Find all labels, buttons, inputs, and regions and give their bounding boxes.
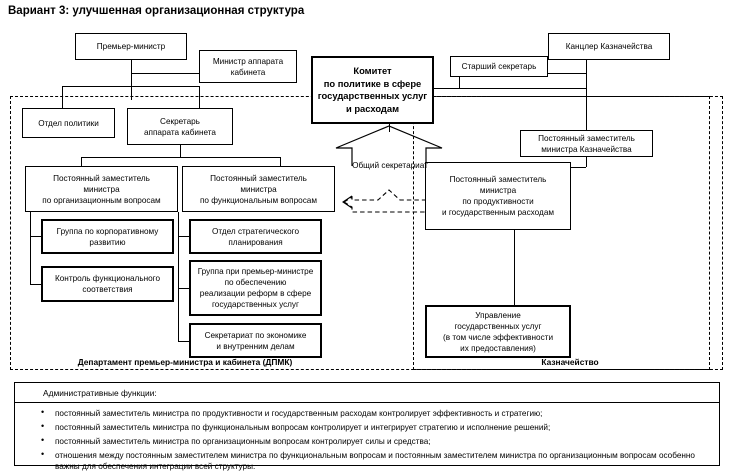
connector-spine-func-children — [178, 212, 179, 341]
pso-line-2: государственных услуг — [454, 321, 542, 331]
connector-treasury-deputy-bottom — [586, 157, 587, 167]
connector-spine-org-children — [30, 212, 31, 284]
pso-line-1: Управление — [475, 310, 521, 320]
deputy-prod-line-1: Постоянный заместитель — [449, 175, 547, 184]
page-title: Вариант 3: улучшенная организационная ст… — [8, 5, 305, 17]
admin-list-item: постоянный заместитель министра по орган… — [41, 435, 709, 447]
connector-pm-stem — [131, 60, 132, 100]
shared-secretariat-label: Общий секретариат — [344, 160, 436, 171]
node-permanent-deputy-productivity[interactable]: Постоянный заместитель министра по проду… — [425, 162, 571, 230]
node-permanent-deputy-organisation[interactable]: Постоянный заместитель министра по орган… — [25, 166, 178, 212]
connector-bus-left — [62, 86, 200, 87]
cab-sec-line-1: Секретарь — [160, 116, 200, 126]
node-senior-secretary[interactable]: Старший секретарь — [450, 56, 548, 77]
deputy-prod-line-3: по продуктивности — [462, 197, 534, 206]
econ-sec-line-1: Секретариат по экономике — [204, 330, 307, 340]
connector-org-child-2 — [30, 284, 41, 285]
connector-org-child-1 — [30, 236, 41, 237]
admin-list-item: отношения между постоянным заместителем … — [41, 449, 709, 473]
node-public-services-office[interactable]: Управление государственных услуг (в том … — [425, 305, 571, 358]
connector-senior-to-committee — [434, 88, 586, 89]
node-corporate-development-group[interactable]: Группа по корпоративному развитию — [41, 219, 174, 254]
deputy-org-line-2: министра — [83, 184, 120, 194]
admin-list-item: постоянный заместитель министра по проду… — [41, 407, 709, 419]
connector-cabsec-stem — [180, 145, 181, 157]
node-policy-department-label: Отдел политики — [38, 118, 99, 128]
admin-list-item: постоянный заместитель министра по функц… — [41, 421, 709, 433]
node-economics-home-affairs-secretariat[interactable]: Секретариат по экономике и внутренним де… — [189, 323, 322, 358]
connector-productivity-to-pso — [514, 230, 515, 305]
committee-line-2: по политике в сфере — [323, 77, 422, 89]
strategic-planning-line-2: планирования — [228, 237, 283, 247]
node-cabinet-office-minister-label: Министр аппарата кабинета — [212, 56, 284, 77]
connector-chancellor-stem — [586, 60, 587, 117]
treasury-deputy-line-1: Постоянный заместитель — [538, 133, 635, 143]
pm-delivery-line-2: по обеспечению — [224, 278, 287, 287]
shared-secretariat-line2: секретариат — [381, 161, 428, 170]
connector-drop-cab-secretary — [199, 86, 200, 108]
admin-panel-body: постоянный заместитель министра по проду… — [15, 403, 719, 476]
corp-dev-line-2: развитию — [89, 237, 126, 247]
committee-line-3: государственных услуг — [317, 90, 428, 101]
node-public-services-policy-committee[interactable]: Комитет по политике в сфере государствен… — [311, 56, 434, 124]
connector-func-child-3 — [178, 341, 189, 342]
connector-drop-deputy-org — [81, 157, 82, 166]
pm-delivery-line-3: реализации реформ в сфере — [199, 289, 312, 298]
corp-dev-line-1: Группа по корпоративному — [56, 226, 159, 236]
cab-sec-line-2: аппарата кабинета — [144, 127, 216, 137]
node-strategic-planning-department[interactable]: Отдел стратегического планирования — [189, 219, 322, 254]
strategic-planning-line-1: Отдел стратегического — [212, 226, 299, 236]
pm-delivery-line-4: государственных услуг — [211, 300, 300, 309]
connector-committee-stem — [389, 124, 390, 132]
func-compliance-line-2: соответствия — [82, 285, 133, 294]
node-cabinet-office-secretary[interactable]: Секретарь аппарата кабинета — [127, 108, 233, 145]
node-permanent-deputy-functional[interactable]: Постоянный заместитель министра по функц… — [182, 166, 335, 212]
deputy-func-line-1: Постоянный заместитель — [210, 173, 307, 183]
connector-drop-policy-dept — [62, 86, 63, 108]
administrative-functions-panel: Административные функции: постоянный зам… — [14, 382, 720, 471]
pso-line-3: (в том числе эффективности — [442, 332, 554, 342]
connector-deputies-bus — [81, 157, 280, 158]
region-label-pmc: Департамент премьер-министра и кабинета … — [77, 357, 293, 367]
func-compliance-line-1: Контроль функционального — [54, 274, 161, 283]
node-policy-department[interactable]: Отдел политики — [22, 108, 115, 138]
treasury-deputy-line-2: министра Казначейства — [541, 144, 632, 154]
admin-panel-heading: Административные функции: — [15, 383, 719, 403]
deputy-prod-line-2: министра — [479, 186, 517, 195]
node-functional-compliance-control[interactable]: Контроль функционального соответствия — [41, 266, 174, 302]
connector-senior-stem-down — [459, 77, 460, 88]
node-prime-minister[interactable]: Премьер-министр — [75, 33, 187, 60]
node-chancellor-of-treasury[interactable]: Канцлер Казначейства — [548, 33, 670, 60]
connector-pm-to-com — [131, 73, 199, 74]
deputy-func-line-3: по функциональным вопросам — [200, 195, 317, 205]
pso-line-4: их предоставления) — [460, 343, 536, 353]
node-prime-minister-label: Премьер-министр — [96, 42, 166, 51]
node-chancellor-label: Канцлер Казначейства — [565, 42, 653, 51]
deputy-func-line-2: министра — [240, 184, 277, 194]
connector-chancellor-to-senior — [524, 73, 586, 74]
node-cabinet-office-minister[interactable]: Министр аппарата кабинета — [199, 50, 297, 83]
econ-sec-line-2: и внутренним делам — [216, 341, 295, 351]
deputy-org-line-1: Постоянный заместитель — [53, 173, 150, 183]
pm-delivery-line-1: Группа при премьер-министре — [197, 267, 314, 276]
region-label-treasury: Казначейство — [541, 357, 599, 367]
connector-treasury-deputy-drop — [586, 117, 587, 130]
deputy-org-line-3: по организационным вопросам — [42, 195, 161, 205]
node-treasury-permanent-deputy[interactable]: Постоянный заместитель министра Казначей… — [520, 130, 653, 157]
connector-func-child-2 — [178, 288, 189, 289]
connector-drop-deputy-func — [280, 157, 281, 166]
connector-func-child-1 — [178, 236, 189, 237]
committee-line-1: Комитет — [353, 65, 392, 76]
node-senior-secretary-label: Старший секретарь — [461, 62, 537, 71]
committee-line-4: и расходам — [345, 102, 400, 114]
node-pm-delivery-unit[interactable]: Группа при премьер-министре по обеспечен… — [189, 260, 322, 316]
shared-secretariat-line1: Общий — [352, 161, 380, 170]
region-treasury — [413, 96, 723, 370]
deputy-prod-line-4: и государственным расходам — [441, 208, 555, 217]
